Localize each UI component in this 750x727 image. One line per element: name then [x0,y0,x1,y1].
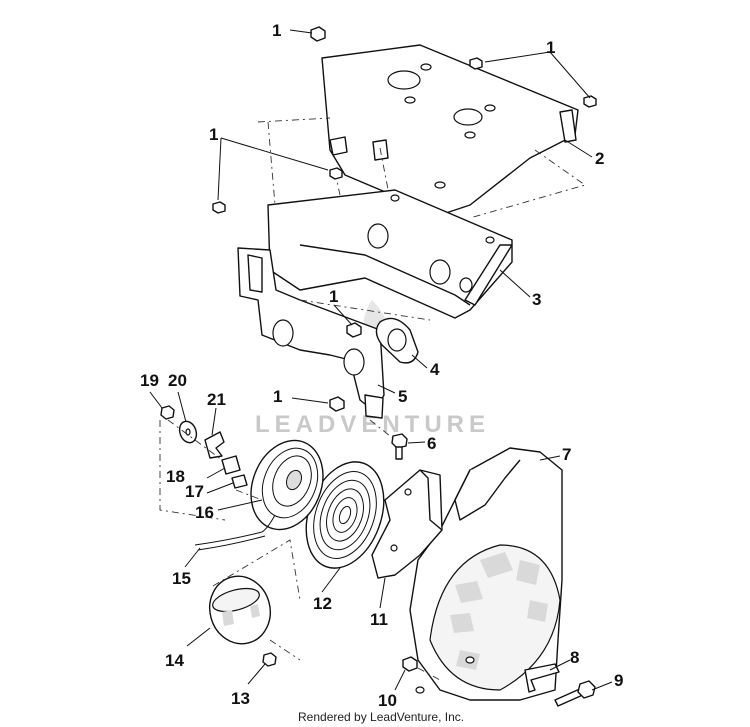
callout-2: 2 [595,149,604,168]
callout-8: 8 [570,648,579,667]
callout-19: 19 [140,371,159,390]
callout-3: 3 [532,290,541,309]
nut-left-1 [329,167,343,180]
nut-left-2 [212,201,226,214]
part-11-bracket [371,469,443,579]
part-19-nut [160,405,175,420]
part-17-18-pawls [221,455,248,489]
part-1-nuts [212,26,597,412]
callout-20: 20 [168,371,187,390]
callout-7: 7 [562,445,571,464]
leader-lines [149,29,613,691]
callout-17: 17 [185,482,204,501]
part-14-starter-cup [209,575,271,645]
callout-21: 21 [207,390,226,409]
callout-10: 10 [378,691,397,710]
callout-1: 1 [273,387,282,406]
part-7-blower-housing [409,447,563,701]
part-12-recoil-spring [305,461,385,569]
callout-12: 12 [313,594,332,613]
callout-1: 1 [546,38,555,57]
nut-top [310,26,326,42]
part-8-clip [524,663,560,693]
alignment-lines-lower [159,419,441,681]
callout-4: 4 [430,360,440,379]
part-2-top-cover [321,44,579,216]
part-4-gasket [375,317,419,364]
nut-top-right-1 [469,57,483,70]
part-5-lower-bracket [237,247,431,441]
part-16-pulley [250,439,324,531]
callout-13: 13 [231,689,250,708]
callout-15: 15 [172,569,191,588]
part-15-starter-rope [194,514,276,551]
part-10-nut [402,656,418,672]
part-9-bolt [554,680,596,707]
callout-14: 14 [165,651,184,670]
part-21-spring-clip [204,431,225,459]
callout-1: 1 [329,287,338,306]
callout-9: 9 [614,671,623,690]
callout-1: 1 [209,125,218,144]
callout-5: 5 [398,387,407,406]
screw-mid [346,322,362,338]
callout-16: 16 [195,503,214,522]
callout-6: 6 [427,434,436,453]
callout-11: 11 [370,610,388,629]
part-20-washer [178,420,198,444]
callout-1: 1 [272,21,281,40]
callout-labels: 1 1 1 1 1 2 3 4 5 6 7 8 9 10 11 12 13 14… [140,21,623,710]
part-6-screw [391,433,408,460]
screw-lower [329,396,345,412]
nut-top-right-2 [583,95,597,108]
callout-18: 18 [166,467,185,486]
footer-credit: Rendered by LeadVenture, Inc. [298,710,464,724]
part-3-middle-bracket [267,189,513,319]
part-13-screw [262,652,277,667]
